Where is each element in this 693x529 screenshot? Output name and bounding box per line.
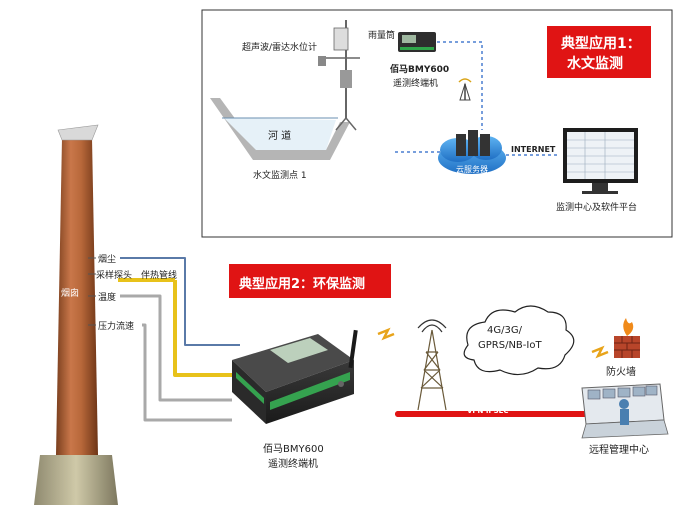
bottom-terminal: [232, 329, 358, 424]
comm-tower: [417, 319, 447, 411]
sensor-temp-label: 温度: [98, 293, 117, 303]
ultrasonic-sensor-label: 超声波/雷达水位计: [242, 43, 318, 53]
station-label: 水文监测点 1: [253, 171, 307, 181]
sensor-dust-label: 烟尘: [98, 255, 117, 265]
cloud-server: [438, 130, 506, 174]
chimney-label: 烟囱: [61, 289, 80, 299]
top-title-box: 典型应用1： 水文监测: [547, 26, 651, 78]
rain-gauge-label: 雨量筒: [368, 31, 396, 41]
bottom-title-box: 典型应用2：环保监测: [229, 264, 391, 298]
top-terminal-model: 佰马BMY600: [390, 65, 450, 75]
antenna-icon: [458, 78, 472, 101]
top-title-line2: 水文监测: [567, 56, 623, 72]
internet-label: INTERNET: [511, 145, 556, 154]
bottom-title: 典型应用2：环保监测: [239, 277, 366, 292]
sensor-pressure-label: 压力流速: [98, 322, 135, 332]
network-cloud: [463, 305, 575, 376]
bottom-terminal-name: 遥测终端机: [268, 459, 318, 470]
top-title-line1: 典型应用1：: [561, 36, 641, 52]
signal-marks: [377, 327, 609, 359]
sensor-mast: [318, 20, 360, 131]
remote-center-label: 远程管理中心: [589, 445, 649, 456]
cloud-server-label: 云服务器: [456, 165, 488, 174]
firewall-icon: [614, 318, 640, 358]
top-terminal: [398, 32, 436, 52]
control-room: [581, 383, 669, 439]
chimney: [34, 124, 118, 505]
network-type-line1: 4G/3G/: [487, 325, 522, 336]
sensor-heat-label: 伴热管线: [141, 271, 178, 281]
river-label: 河 道: [268, 131, 292, 142]
network-type-line2: GPRS/NB-IoT: [478, 340, 542, 351]
monitor-center-label: 监测中心及软件平台: [556, 203, 638, 213]
top-terminal-name: 遥测终端机: [393, 79, 439, 89]
monitor-icon: [563, 128, 638, 194]
sensor-ticks: [88, 257, 96, 326]
firewall-label: 防火墙: [606, 367, 636, 378]
cables: [118, 257, 240, 422]
river-basin: [210, 98, 350, 160]
bottom-terminal-model: 佰马BMY600: [263, 444, 324, 455]
vpn-label: VPN IPSEC: [467, 407, 509, 415]
sensor-probe-label: 采样探头: [96, 271, 133, 281]
